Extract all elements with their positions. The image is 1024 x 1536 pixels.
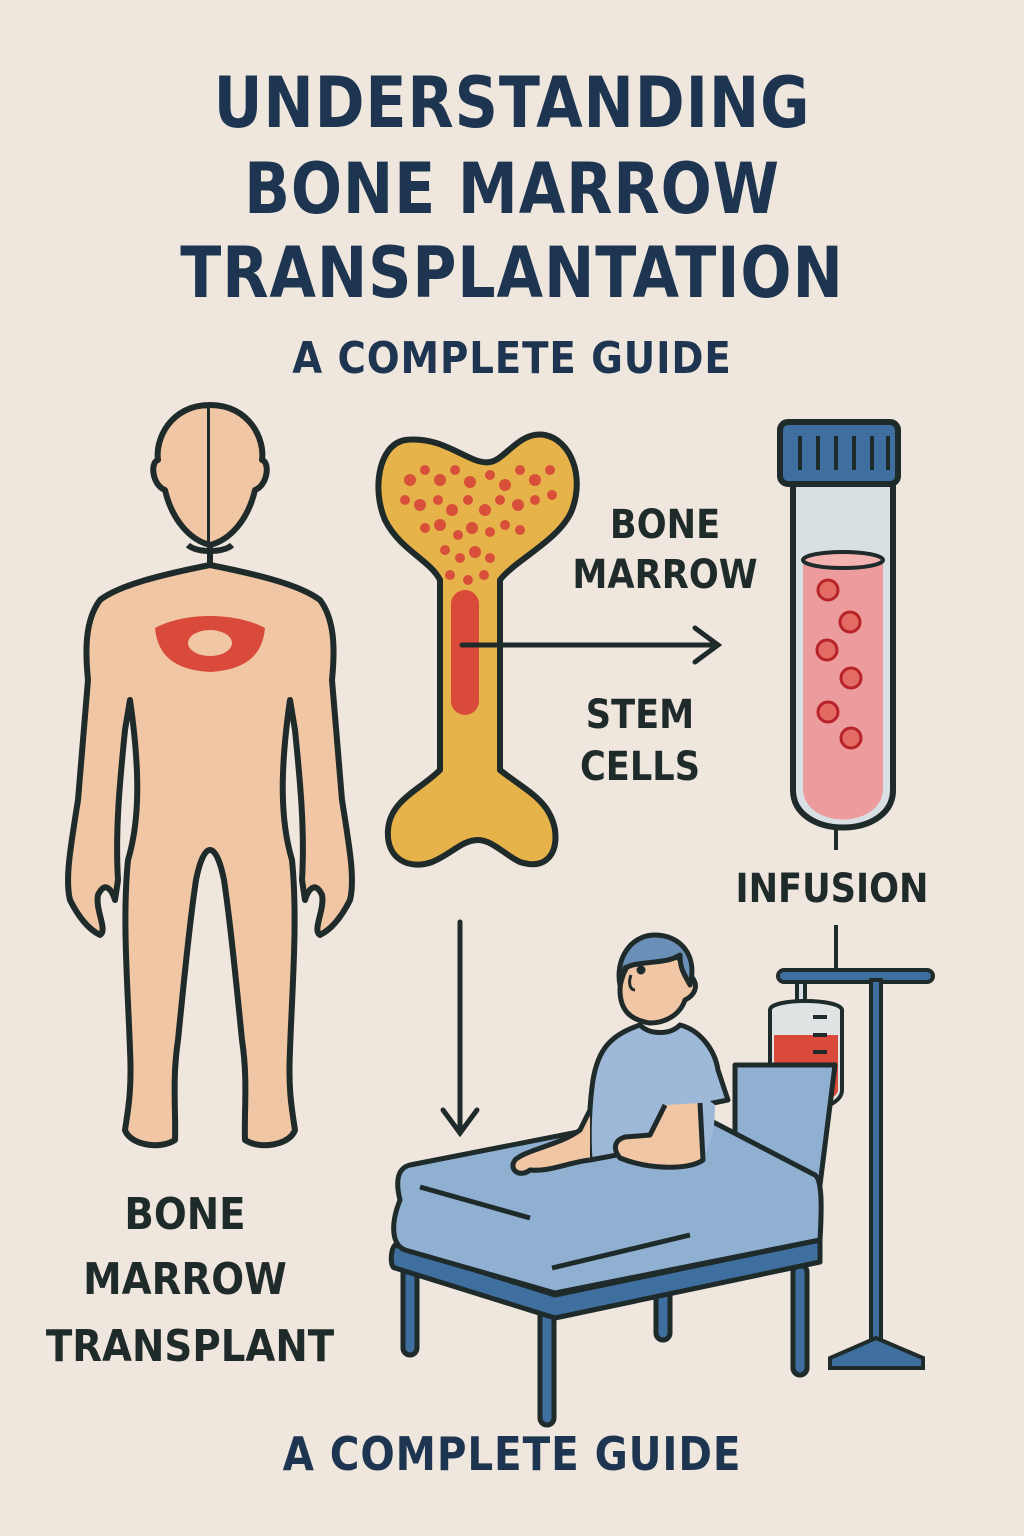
bone-marrow-label-line1: BONE (609, 502, 721, 548)
arrow-down-icon (440, 919, 480, 1138)
title-line-3: TRANSPLANTATION (180, 232, 844, 314)
bone-icon (375, 431, 580, 868)
bed-icon (388, 1062, 838, 1428)
iv-stand-icon (776, 968, 935, 1370)
footer-subtitle: A COMPLETE GUIDE (282, 1427, 742, 1481)
stem-cells-label-line2: CELLS (579, 744, 701, 790)
title-line-2: BONE MARROW (244, 148, 780, 230)
arrow-right-icon (459, 625, 723, 665)
subtitle: A COMPLETE GUIDE (292, 333, 732, 384)
test-tube-icon (777, 419, 901, 831)
human-body-icon (64, 402, 356, 1149)
title-line-1: UNDERSTANDING (213, 62, 811, 144)
bone-marrow-label-line2: MARROW (572, 552, 758, 598)
stem-cells-label-line1: STEM (585, 692, 695, 738)
bmt-label-line1: BONE (124, 1189, 246, 1240)
infusion-label: INFUSION (735, 866, 929, 912)
bmt-label-line2: MARROW (83, 1254, 287, 1305)
bmt-label-line3: TRANSPLANT (45, 1321, 335, 1372)
patient-icon (510, 932, 731, 1176)
